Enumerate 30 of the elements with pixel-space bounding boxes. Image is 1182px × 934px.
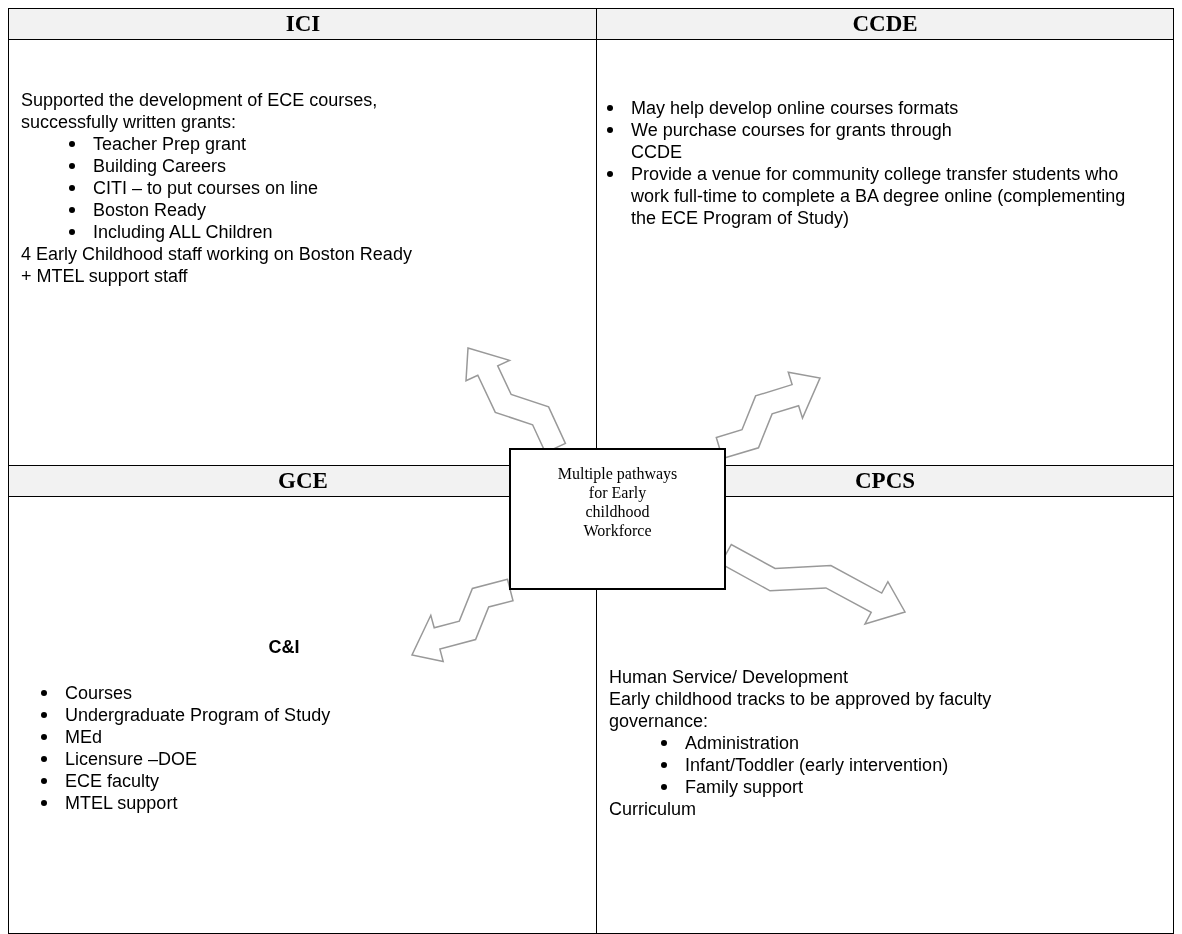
bullet-item: Infant/Toddler (early intervention) bbox=[685, 754, 950, 776]
bullet-item: We purchase courses for grants through CCDE bbox=[631, 119, 953, 163]
table-cell bbox=[8, 8, 598, 467]
bullet-item: May help develop online courses formats bbox=[631, 97, 960, 119]
zigzag-arrow bbox=[410, 578, 514, 663]
body-text: 4 Early Childhood staff working on Boston Ready + MTEL support staff bbox=[21, 243, 413, 287]
bullet-item: Undergraduate Program of Study bbox=[65, 704, 332, 726]
body-text: Human Service/ Development bbox=[609, 666, 850, 688]
bullet-item: Including ALL Children bbox=[93, 221, 274, 243]
bullet-item: Boston Ready bbox=[93, 199, 208, 221]
body-text: Supported the development of ECE courses, successfully written grants: bbox=[21, 89, 379, 133]
column-heading: ICI bbox=[9, 9, 597, 40]
bullet-item: MTEL support bbox=[65, 792, 179, 814]
section-heading: C&I bbox=[267, 636, 301, 658]
bullet-item: Building Careers bbox=[93, 155, 228, 177]
table-cell bbox=[596, 8, 1174, 467]
bullet-item: CITI – to put courses on line bbox=[93, 177, 320, 199]
zigzag-arrow bbox=[715, 371, 822, 460]
column-heading: CCDE bbox=[597, 9, 1173, 40]
bullet-item: ECE faculty bbox=[65, 770, 161, 792]
bullet-item: MEd bbox=[65, 726, 103, 748]
bullet-item: Family support bbox=[685, 776, 805, 798]
bullet-item: Licensure –DOE bbox=[65, 748, 199, 770]
center-box bbox=[509, 448, 726, 590]
body-text: Curriculum bbox=[609, 798, 697, 820]
bullet-item: Teacher Prep grant bbox=[93, 133, 248, 155]
bullet-item: Administration bbox=[685, 732, 801, 754]
bullet-item: Provide a venue for community college transfer students who work full-time to complete a BA degree online (complementing the ECE Program of Study) bbox=[631, 163, 1127, 229]
body-text: Early childhood tracks to be approved by faculty governance: bbox=[609, 688, 993, 732]
bullet-item: Courses bbox=[65, 682, 134, 704]
